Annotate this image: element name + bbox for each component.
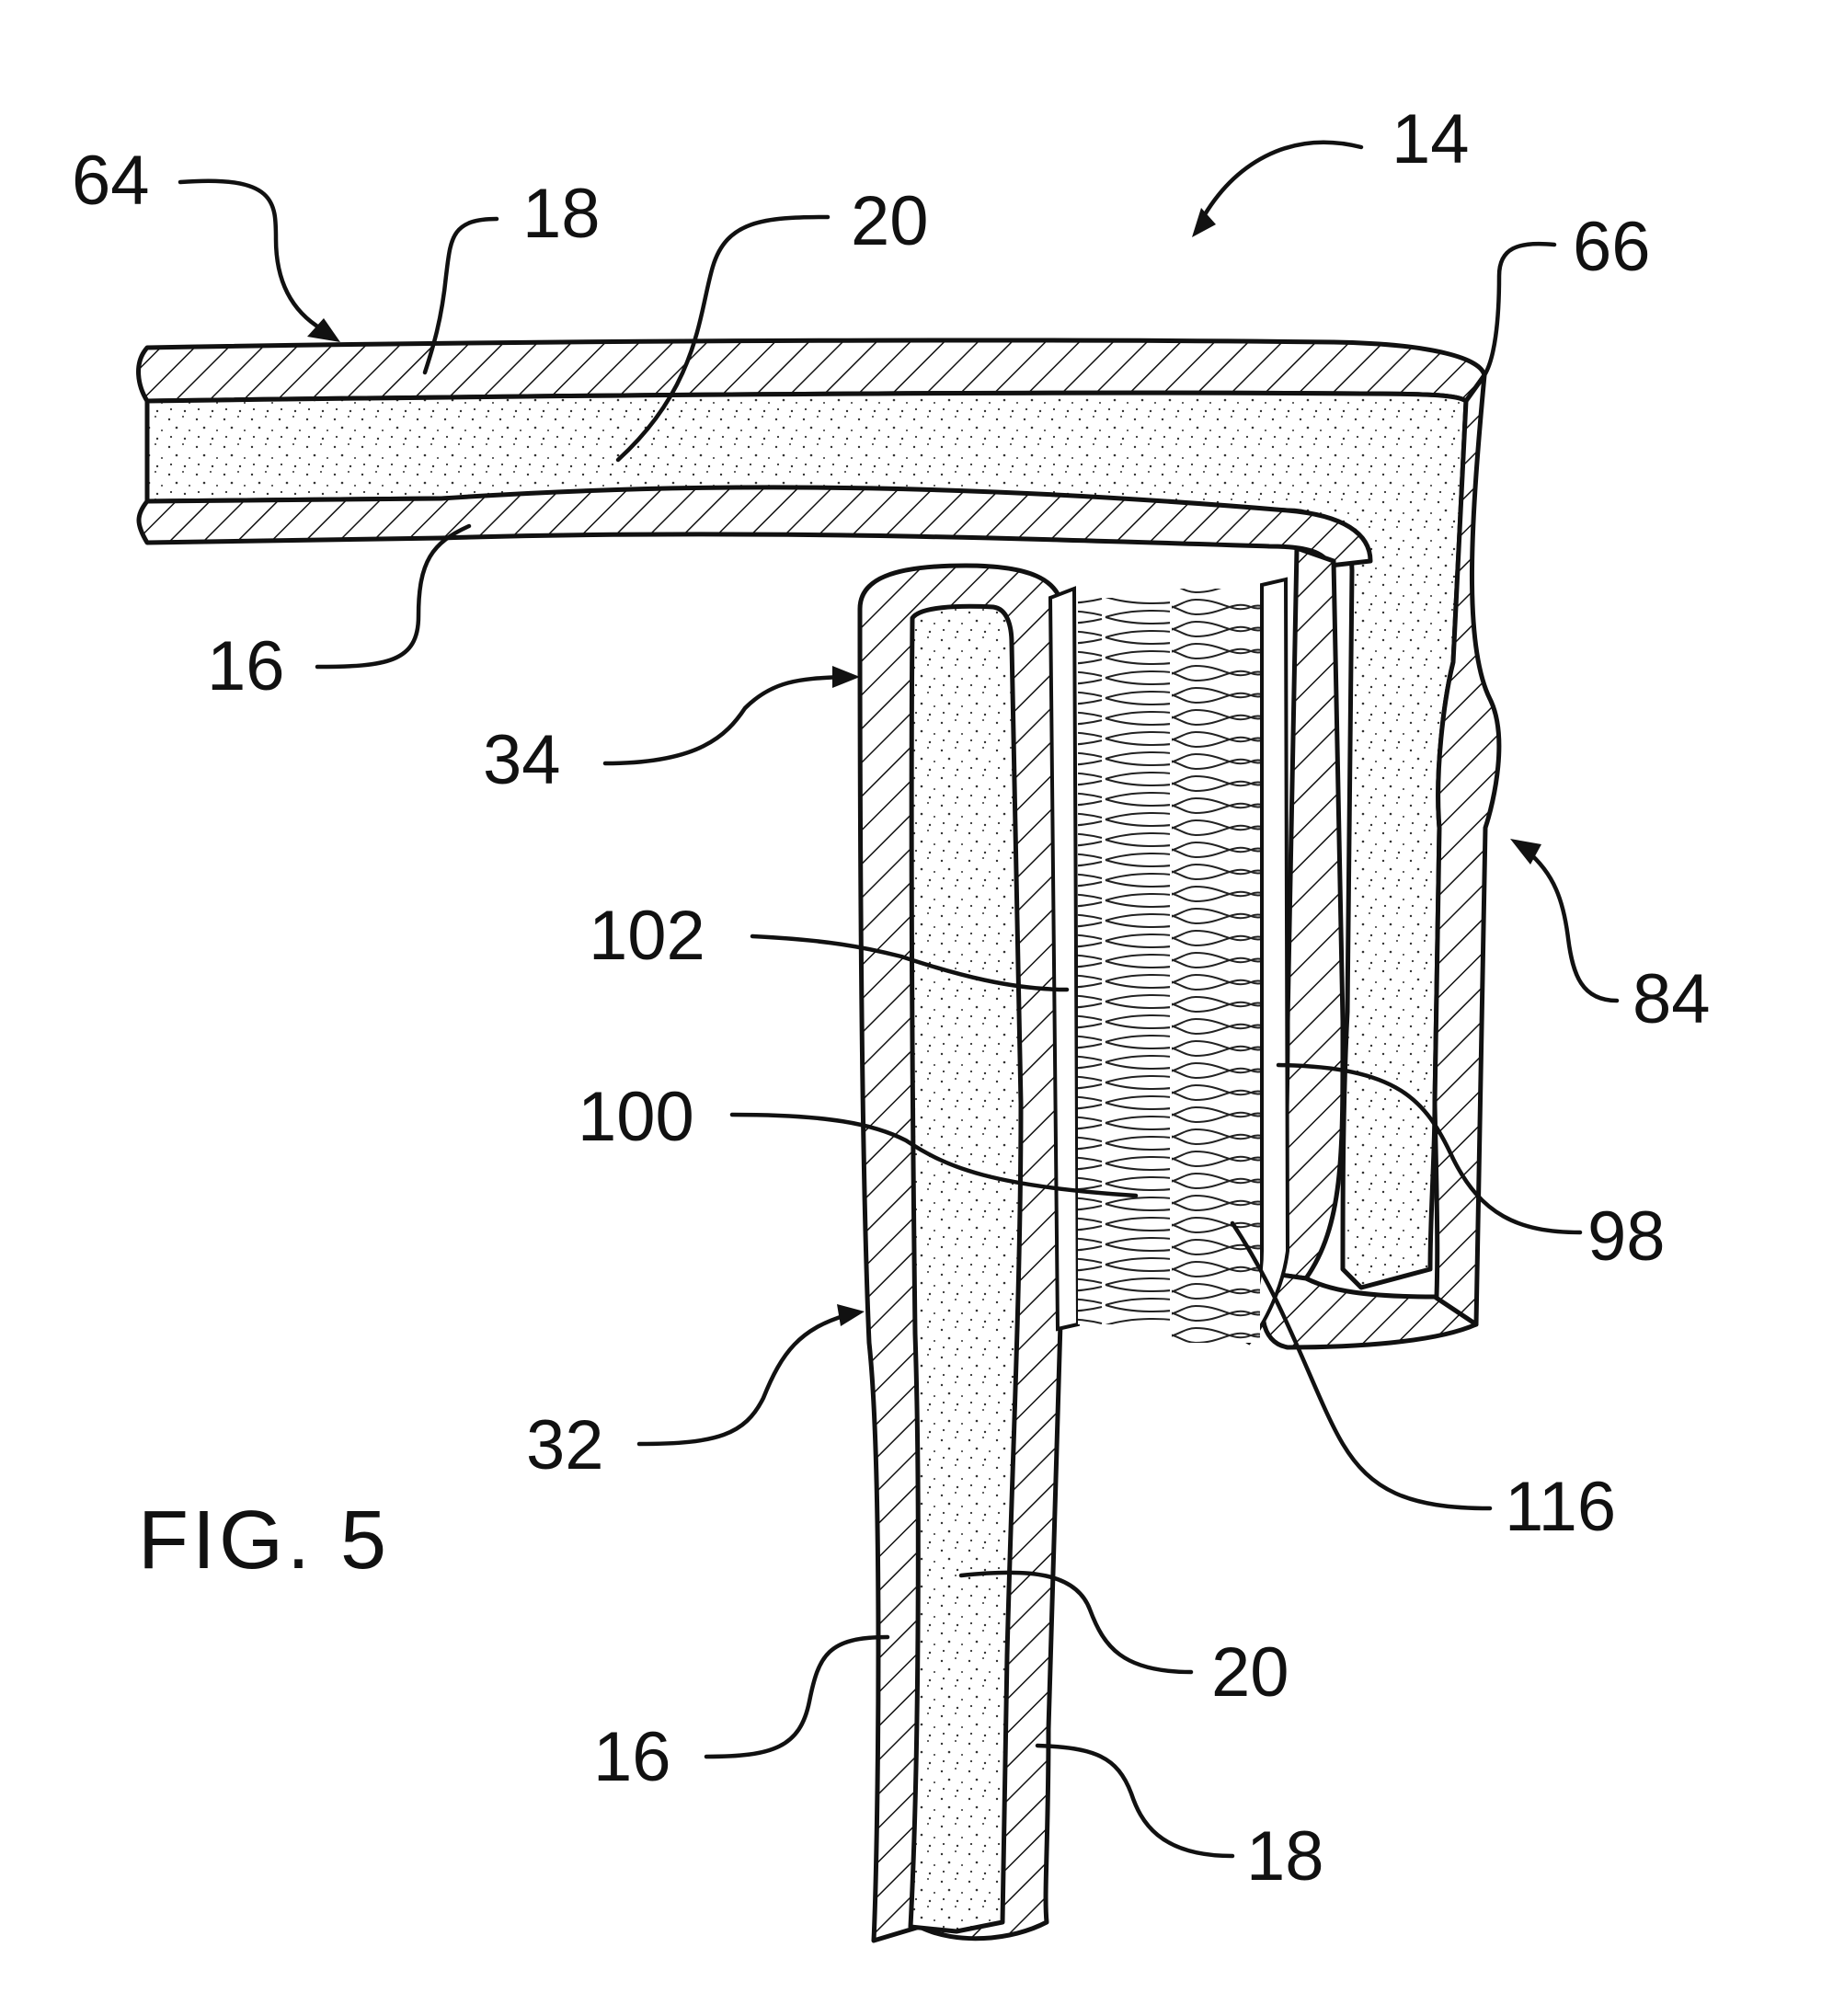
leader-32 bbox=[639, 1315, 846, 1444]
loop-field bbox=[1172, 589, 1260, 1343]
label-84: 84 bbox=[1633, 960, 1711, 1038]
label-20-top: 20 bbox=[851, 182, 929, 260]
arrow-34 bbox=[832, 666, 860, 688]
label-14: 14 bbox=[1392, 100, 1470, 178]
leader-16-top bbox=[317, 526, 469, 667]
leader-16-bottom bbox=[706, 1637, 888, 1757]
leader-18-bottom bbox=[1037, 1746, 1232, 1856]
label-20-bottom: 20 bbox=[1211, 1633, 1289, 1712]
label-102: 102 bbox=[589, 897, 705, 975]
label-16-bottom: 16 bbox=[593, 1718, 671, 1796]
label-64: 64 bbox=[72, 142, 150, 220]
figure-title: FIG. 5 bbox=[138, 1495, 390, 1586]
label-116: 116 bbox=[1505, 1468, 1616, 1546]
label-66: 66 bbox=[1573, 208, 1651, 286]
leader-14 bbox=[1201, 143, 1361, 221]
leader-84 bbox=[1527, 851, 1617, 1001]
bristle-field bbox=[1078, 598, 1170, 1324]
label-18-bottom: 18 bbox=[1246, 1817, 1324, 1896]
label-18-top: 18 bbox=[522, 175, 601, 253]
leader-64 bbox=[180, 181, 322, 329]
label-100: 100 bbox=[578, 1078, 694, 1156]
arrow-32 bbox=[837, 1304, 865, 1326]
label-34: 34 bbox=[483, 721, 561, 799]
label-32: 32 bbox=[526, 1406, 604, 1484]
leader-66 bbox=[1484, 244, 1554, 375]
label-16-top: 16 bbox=[207, 627, 285, 705]
label-98: 98 bbox=[1587, 1197, 1666, 1276]
handle-core bbox=[911, 606, 1021, 1931]
leader-34 bbox=[605, 677, 842, 763]
arrow-14 bbox=[1192, 208, 1216, 237]
